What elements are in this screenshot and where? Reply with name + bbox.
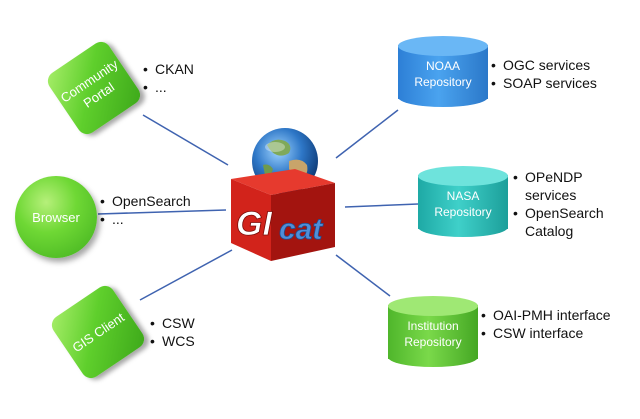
community-portal-label: Community Portal xyxy=(57,56,121,111)
nasa-bullets: OPeNDP services OpenSearch Catalog xyxy=(513,168,623,240)
community-portal-bullets: CKAN ... xyxy=(143,60,194,96)
cube-top-face xyxy=(231,169,335,195)
bullet-item: OpenSearch Catalog xyxy=(513,204,623,240)
gicat-logo: GI cat xyxy=(231,128,335,261)
cylinder-bottom xyxy=(398,87,488,107)
logo-text-gi: GI xyxy=(236,205,273,243)
gis-client-label: GIS Client xyxy=(69,309,127,355)
bullet-item: ... xyxy=(100,210,191,228)
institution-repository-label: Institution Repository xyxy=(404,319,462,349)
institution-repository-node: Institution Repository xyxy=(388,296,478,368)
gis-client-bullets: CSW WCS xyxy=(150,314,195,350)
bullet-item: OAI-PMH interface xyxy=(481,306,611,324)
cylinder-top xyxy=(388,296,478,316)
bullet-item: OGC services xyxy=(491,56,597,74)
connector-institution xyxy=(335,254,391,297)
bullet-item: ... xyxy=(143,78,194,96)
bullet-item: WCS xyxy=(150,332,195,350)
noaa-bullets: OGC services SOAP services xyxy=(491,56,597,92)
bullet-item: SOAP services xyxy=(491,74,597,92)
cube-side-face xyxy=(271,183,335,261)
browser-bullets: OpenSearch ... xyxy=(100,192,191,228)
cylinder-top xyxy=(418,166,508,186)
cube-front-face xyxy=(231,179,271,261)
cylinder-top xyxy=(398,36,488,56)
institution-bullets: OAI-PMH interface CSW interface xyxy=(481,306,611,342)
cylinder-bottom xyxy=(418,217,508,237)
logo-text-cat: cat xyxy=(279,213,324,246)
browser-label: Browser xyxy=(32,209,80,225)
bullet-item: CSW xyxy=(150,314,195,332)
bullet-item: CKAN xyxy=(143,60,194,78)
cylinder-bottom xyxy=(388,347,478,367)
connector-nasa xyxy=(344,203,419,208)
nasa-repository-node: NASA Repository xyxy=(418,166,508,238)
noaa-repository-label: NOAA Repository xyxy=(414,59,472,89)
connector-community-portal xyxy=(142,114,229,166)
browser-node: Browser xyxy=(15,176,97,258)
bullet-item: OPeNDP services xyxy=(513,168,623,204)
connector-noaa xyxy=(335,109,399,159)
noaa-repository-node: NOAA Repository xyxy=(398,36,488,108)
bullet-item: OpenSearch xyxy=(100,192,191,210)
bullet-item: CSW interface xyxy=(481,324,611,342)
connector-gis-client xyxy=(139,249,233,301)
nasa-repository-label: NASA Repository xyxy=(434,189,492,219)
